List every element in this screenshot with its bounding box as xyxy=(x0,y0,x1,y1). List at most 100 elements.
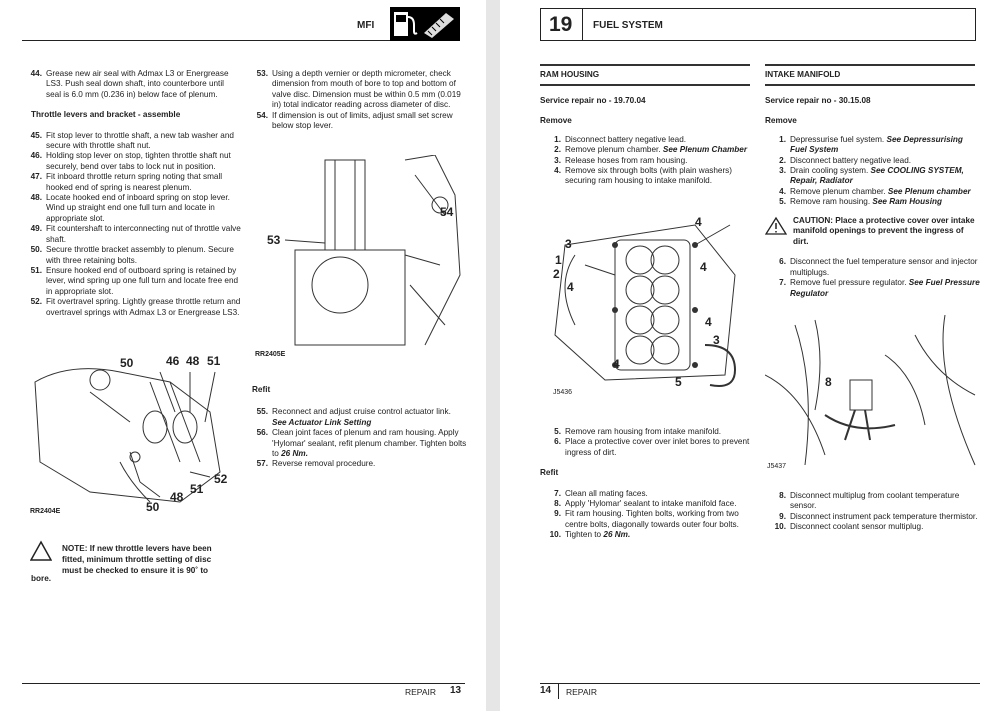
step-item: 2. Disconnect battery negative lead. xyxy=(770,156,980,166)
callout: 46 xyxy=(166,354,180,368)
step-item: 9.Disconnect instrument pack temperature… xyxy=(770,512,980,522)
callout: 4 xyxy=(613,357,620,371)
callout: 53 xyxy=(267,233,281,247)
step-text: Depressurise fuel system. See Depressuri… xyxy=(790,134,963,155)
cross-reference-link[interactable]: See Fuel Pressure Regulator xyxy=(790,278,980,298)
figure-code: J5436 xyxy=(553,389,573,396)
step-item: 4.Remove plenum chamber. See Plenum cham… xyxy=(770,187,980,197)
callout: 51 xyxy=(207,354,221,368)
step-number: 2. xyxy=(554,145,561,155)
step-number: 5. xyxy=(554,427,561,436)
step-item: 5. Remove ram housing from intake manifol… xyxy=(545,427,755,437)
callout: 8 xyxy=(825,375,832,389)
step-text: Remove ram housing from intake manifold. xyxy=(565,427,722,436)
step-text: Remove plenum chamber. See Plenum Chambe… xyxy=(565,145,748,155)
section-heading: RAM HOUSING xyxy=(540,64,750,86)
figure-throttle-body: 53 54 RR2405E xyxy=(255,155,465,365)
cross-reference-link[interactable]: See Ram Housing xyxy=(872,197,942,207)
figure-code: J5437 xyxy=(767,463,787,470)
cross-reference-link[interactable]: See COOLING SYSTEM, Repair, Radiator xyxy=(790,166,964,186)
step-item: 6. Disconnect the fuel temperature sensor… xyxy=(770,257,980,278)
callout: 50 xyxy=(120,356,134,370)
caution-box: CAUTION: Place a protective cover over i… xyxy=(764,215,980,248)
step-number: 51. xyxy=(30,265,42,275)
fuel-pump-icon xyxy=(394,12,454,38)
step-item: 51. Ensure hooked end of outboard spring … xyxy=(26,266,241,297)
footer-section: REPAIR xyxy=(566,687,598,697)
step-text: Locate hooked end of inboard spring on s… xyxy=(46,193,230,223)
note-tail: bore. xyxy=(31,574,52,583)
middle-column: 53.Using a depth vernier or depth microm… xyxy=(252,69,462,131)
intake-manifold-section: INTAKE MANIFOLD Service repair no - 30.1… xyxy=(764,64,980,299)
step-text: Clean all mating faces. xyxy=(565,488,648,498)
footer-rule xyxy=(22,683,465,684)
step-number: 56. xyxy=(256,428,268,438)
step-item: 52.Fit overtravel spring. Lightly grease… xyxy=(26,297,241,318)
footer-rule xyxy=(540,683,980,684)
step-number: 3. xyxy=(554,155,561,165)
step-number: 1. xyxy=(554,134,561,144)
step-text: Ensure hooked end of outboard spring is … xyxy=(46,265,239,296)
step-item: 1. Disconnect battery negative lead. xyxy=(545,135,750,145)
step-number: 6. xyxy=(554,437,561,447)
step-number: 10. xyxy=(549,530,561,540)
cross-reference-link[interactable]: See Actuator Link Setting xyxy=(272,417,372,427)
step-item: 1.Depressurise fuel system. See Depressu… xyxy=(770,135,980,156)
intake-continued: 8.Disconnect multiplug from coolant temp… xyxy=(765,491,980,533)
step-number: 3. xyxy=(779,166,786,176)
step-text: Fit inboard throttle return spring notin… xyxy=(46,172,223,192)
header-rule xyxy=(22,40,460,41)
callout: 1 xyxy=(555,253,562,267)
step-item: 8.Apply 'Hylomar' sealant to intake mani… xyxy=(545,499,755,509)
step-item: 56.Clean joint faces of plenum and ram h… xyxy=(252,428,467,459)
step-number: 48. xyxy=(30,193,42,203)
step-text: Reconnect and adjust cruise control actu… xyxy=(272,407,451,427)
step-number: 2. xyxy=(779,155,786,165)
step-text: Disconnect multiplug from coolant temper… xyxy=(790,491,960,511)
step-number: 10. xyxy=(774,522,786,532)
step-text: Release hoses from ram housing. xyxy=(565,155,688,165)
section-icons xyxy=(390,7,460,41)
step-number: 7. xyxy=(779,278,786,288)
section-heading: INTAKE MANIFOLD xyxy=(765,64,975,86)
step-text: Place a protective cover over inlet bore… xyxy=(565,437,750,457)
step-number: 45. xyxy=(30,130,42,140)
callout: 4 xyxy=(695,215,702,229)
step-text: Disconnect the fuel temperature sensor a… xyxy=(790,257,978,277)
step-text: Remove six through bolts (with plain was… xyxy=(565,166,733,186)
step-text: Fit countershaft to interconnecting nut … xyxy=(46,224,241,244)
chapter-title: FUEL SYSTEM xyxy=(593,20,663,31)
step-number: 50. xyxy=(30,245,42,255)
step-item: 46.Holding stop lever on stop, tighten t… xyxy=(26,151,241,172)
callout: 5 xyxy=(675,375,682,389)
step-item: 7.Clean all mating faces. xyxy=(545,489,755,499)
cross-reference-link[interactable]: See Plenum Chamber xyxy=(662,145,748,155)
section-title: MFI xyxy=(357,20,375,31)
service-repair-no: Service repair no - 19.70.04 xyxy=(540,96,646,105)
step-text: Disconnect battery negative lead. xyxy=(790,155,912,165)
torque-value: 26 Nm. xyxy=(281,449,308,459)
chapter-header: 19 FUEL SYSTEM xyxy=(540,8,976,41)
step-text: Disconnect coolant sensor multiplug. xyxy=(790,522,924,532)
callout: 4 xyxy=(700,260,707,274)
callout: 3 xyxy=(565,237,572,251)
step-text: Tighten to 26 Nm. xyxy=(565,530,631,540)
cross-reference-link[interactable]: See Depressurising Fuel System xyxy=(790,134,963,155)
note-text: NOTE: If new throttle levers have been f… xyxy=(62,544,212,575)
remove-heading: Remove xyxy=(540,116,572,126)
step-number: 8. xyxy=(554,499,561,509)
figure-code: RR2405E xyxy=(255,351,286,358)
service-repair-no: Service repair no - 30.15.08 xyxy=(765,96,871,105)
callout: 4 xyxy=(567,280,574,294)
step-text: Secure throttle bracket assembly to plen… xyxy=(46,245,234,265)
caution-text: CAUTION: Place a protective cover over i… xyxy=(793,215,975,246)
step-text: Disconnect battery negative lead. xyxy=(565,134,687,144)
step-number: 6. xyxy=(779,257,786,267)
step-text: Remove plenum chamber. See Plenum chambe… xyxy=(790,186,971,196)
step-text: Fit ram housing. Tighten bolts, working … xyxy=(565,509,739,529)
step-item: 2. Remove plenum chamber. See Plenum Cham… xyxy=(545,145,750,155)
figure-intake-manifold: 8 J5437 xyxy=(765,315,985,475)
cross-reference-link[interactable]: See Plenum chamber xyxy=(887,186,971,196)
spark-plug-icon xyxy=(424,13,454,38)
refit-heading: Refit xyxy=(252,385,271,394)
